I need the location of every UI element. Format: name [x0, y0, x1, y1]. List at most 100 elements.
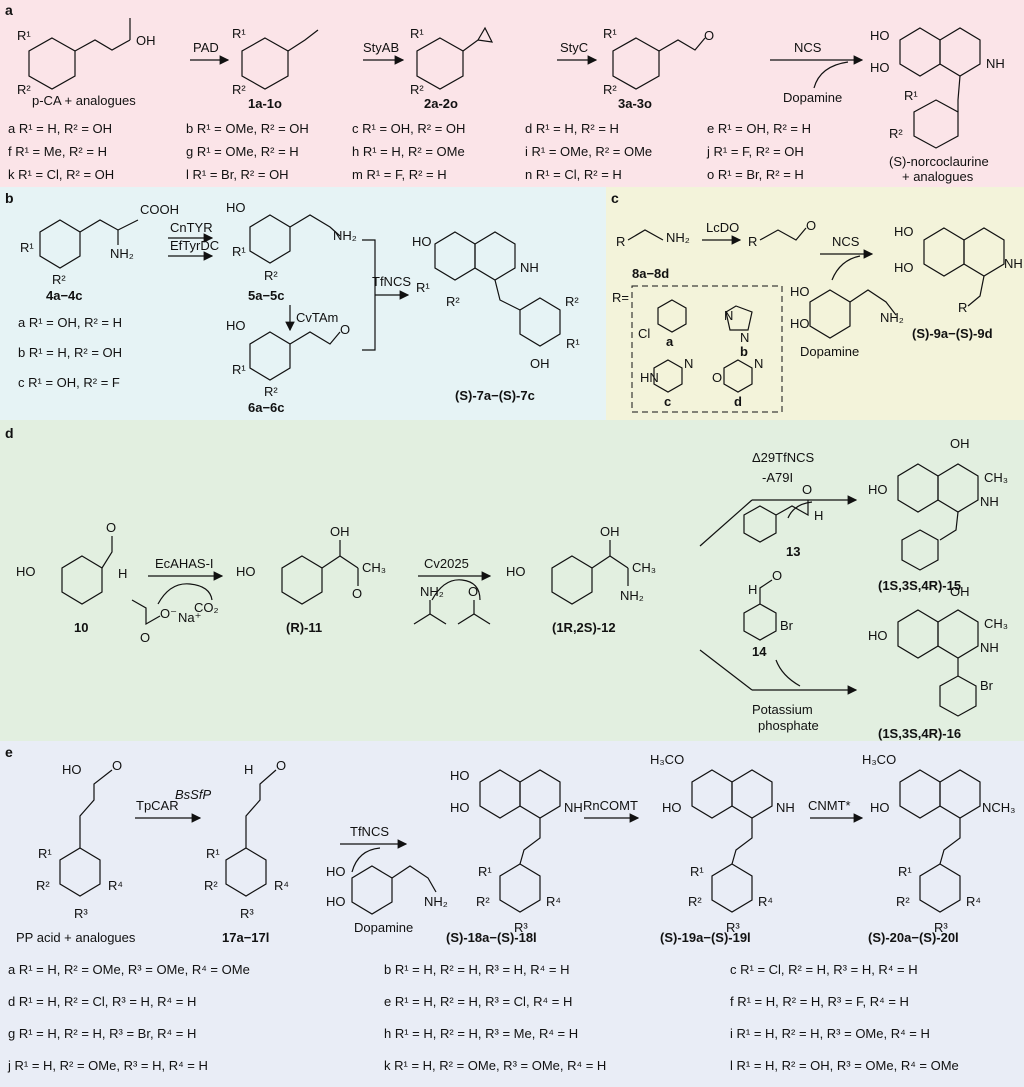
variant-a-b: b R¹ = OMe, R² = OH: [186, 121, 309, 136]
product-20-chain: [939, 818, 961, 865]
product-b-r2: R²: [446, 294, 460, 309]
dopamine-c-chain: [849, 289, 897, 316]
product-15-nh: NH: [980, 494, 999, 509]
product-15-ch3: CH₃: [984, 470, 1008, 485]
compound-17-ring: [225, 847, 267, 897]
variant-a-h: h R¹ = H, R² = OMe: [352, 144, 465, 159]
dopamine-e-ho-1: HO: [326, 864, 346, 879]
amine-donor-curve: [431, 579, 481, 601]
enzyme-styc: StyC: [560, 40, 588, 55]
variant-e-f: f R¹ = H, R² = H, R³ = F, R⁴ = H: [730, 994, 909, 1009]
product-19-piperidine: [731, 769, 773, 819]
compound-14-cho: [759, 579, 773, 604]
product-19: (S)-19a−(S)-19l: [660, 930, 751, 945]
enzyme-cvtam: CvTAm: [296, 310, 338, 325]
variant-a-i: i R¹ = OMe, R² = OMe: [525, 144, 652, 159]
aldehyde-chain: [658, 37, 706, 52]
enzyme-cnmt: CNMT*: [808, 798, 851, 813]
r-group-a-letter: a: [666, 334, 674, 349]
aldehyde-b-chain: [289, 331, 341, 345]
sodium-ion: Na⁺: [178, 610, 201, 625]
pp-acid-ring: [59, 847, 101, 897]
product-b-name: (S)-7a−(S)-7c: [455, 388, 535, 403]
epoxide-group: [462, 26, 494, 52]
r-group-a-ring: [657, 299, 687, 333]
enzyme-pad: PAD: [193, 40, 219, 55]
epoxide-r2: R²: [410, 82, 424, 97]
panel-c-letter: c: [611, 190, 619, 206]
product-19-ho: HO: [662, 800, 682, 815]
compound-17-o: O: [276, 758, 286, 773]
product-18-ho-1: HO: [450, 768, 470, 783]
variant-a-n: n R¹ = Cl, R² = H: [525, 167, 622, 182]
variant-e-e: e R¹ = H, R² = H, R³ = Cl, R⁴ = H: [384, 994, 572, 1009]
tyrosine-r2: R²: [52, 272, 66, 287]
r-group-c-letter: c: [664, 394, 671, 409]
dopamine-e-ho-2: HO: [326, 894, 346, 909]
enzyme-cntyr: CnTYR: [170, 220, 213, 235]
compound-13-chain: [775, 500, 809, 517]
variant-a-d: d R¹ = H, R² = H: [525, 121, 619, 136]
panel-e-background: [0, 741, 1024, 1087]
product-18-r3: R³: [514, 920, 528, 935]
dopamine-analog-nh2: NH₂: [333, 228, 357, 243]
thiq-piperidine-ring: [939, 27, 981, 77]
r-group-box: [631, 285, 783, 413]
variant-a-c: c R¹ = OH, R² = OH: [352, 121, 465, 136]
aldehyde-b-r2: R²: [264, 384, 278, 399]
product-20-r3: R³: [934, 920, 948, 935]
product-b-r1-aryl: R¹: [566, 336, 580, 351]
enzyme-rncomt: RnCOMT: [583, 798, 638, 813]
product-c-piperidine: [963, 227, 1005, 277]
enzyme-tpcar: TpCAR: [136, 798, 179, 813]
pp-acid-o: O: [112, 758, 122, 773]
aldehyde-r1: R¹: [603, 26, 617, 41]
r-group-a-cl: Cl: [638, 326, 650, 341]
variant-e-c: c R¹ = Cl, R² = H, R³ = H, R⁴ = H: [730, 962, 918, 977]
compound-17-chain: [245, 769, 277, 848]
enzyme-ecahas: EcAHAS-I: [155, 556, 214, 571]
product-16-nh: NH: [980, 640, 999, 655]
product-20-ho: HO: [870, 800, 890, 815]
variant-e-b: b R¹ = H, R² = H, R³ = H, R⁴ = H: [384, 962, 569, 977]
compound-4: 4a−4c: [46, 288, 83, 303]
variant-e-a: a R¹ = H, R² = OMe, R³ = OMe, R⁴ = OMe: [8, 962, 250, 977]
r-group-c-hn: HN: [640, 370, 659, 385]
dopamine-curve-e: [351, 847, 381, 873]
dopamine-curve-a: [813, 61, 849, 89]
carbon-dioxide: CO₂: [194, 600, 219, 615]
enzyme-eftyrdc: EfTyrDC: [170, 238, 219, 253]
dopamine-c-ho-2: HO: [790, 316, 810, 331]
styrene-r2: R²: [232, 82, 246, 97]
r-group-d-o: O: [712, 370, 722, 385]
compound-5: 5a−5c: [248, 288, 285, 303]
product-20: (S)-20a−(S)-20l: [868, 930, 959, 945]
product-20-nch3: NCH₃: [982, 800, 1015, 815]
compound-1: 1a-1o: [248, 96, 282, 111]
compound-3: 3a-3o: [618, 96, 652, 111]
enzyme-styab: StyAB: [363, 40, 399, 55]
compound-14-o: O: [772, 568, 782, 583]
variant-e-l: l R¹ = H, R² = OH, R³ = OMe, R⁴ = OMe: [730, 1058, 959, 1073]
isopropylamine-nh2: NH₂: [420, 584, 444, 599]
variant-a-o: o R¹ = Br, R² = H: [707, 167, 804, 182]
pp-acid-chain: [79, 769, 113, 848]
panel-c-background: [606, 187, 1024, 420]
epoxide-r1: R¹: [410, 26, 424, 41]
dopamine-c-ho-1: HO: [790, 284, 810, 299]
variant-e-k: k R¹ = H, R² = OMe, R³ = OMe, R⁴ = H: [384, 1058, 606, 1073]
styrene-r1: R¹: [232, 26, 246, 41]
product-sub-a: + analogues: [902, 169, 974, 184]
product-c-side: [967, 275, 985, 307]
compound-11-ch3: CH₃: [362, 560, 386, 575]
variant-a-k: k R¹ = Cl, R² = OH: [8, 167, 114, 182]
dopamine-curve-c: [831, 255, 861, 281]
hydroxybenzaldehyde-o: O: [106, 520, 116, 535]
product-18-r4: R⁴: [546, 894, 561, 909]
enzyme-tfncs-d-mutation: -A79I: [762, 470, 793, 485]
cosubstrate-dopamine-a: Dopamine: [783, 90, 842, 105]
tyrosine-nh2: NH₂: [110, 246, 134, 261]
product-16-bromophenyl: [939, 675, 977, 717]
product-20-r2: R²: [896, 894, 910, 909]
